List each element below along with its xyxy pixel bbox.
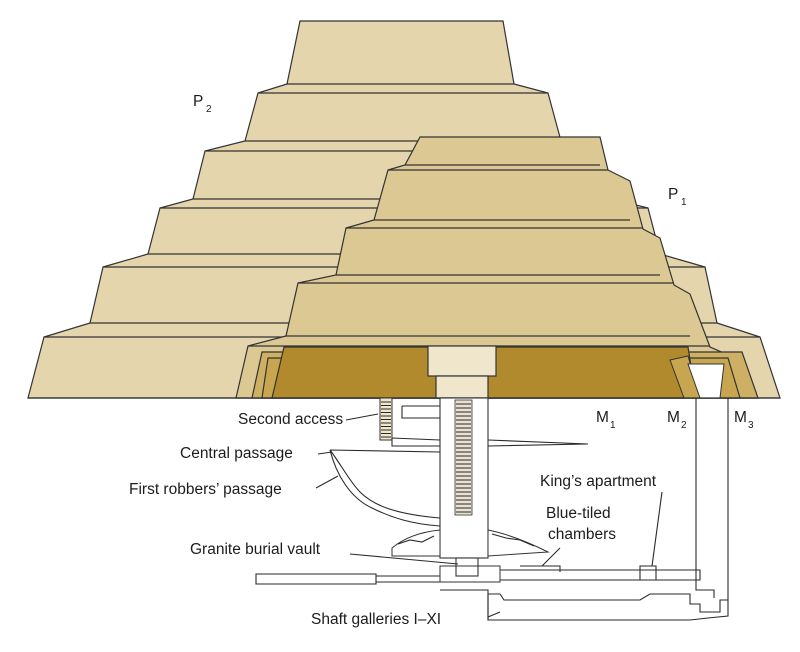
- rubble-heap: [391, 529, 441, 557]
- label-m2-sub: 2: [681, 420, 687, 431]
- central-shaft: [439, 397, 489, 559]
- m1-underground-outline: [695, 398, 715, 598]
- gallery-level: [255, 565, 701, 585]
- label-blue-tiled-line2: chambers: [548, 526, 616, 543]
- second-access-corridor: [401, 405, 440, 419]
- label-shaft-galleries: Shaft galleries I–XI: [311, 611, 441, 628]
- first-robbers-passage: [329, 449, 441, 527]
- pyramid-p1: [235, 136, 759, 399]
- label-kings-apartment: King’s apartment: [540, 473, 657, 490]
- label-m1-sub: 1: [610, 420, 616, 431]
- leader-lines: [315, 413, 663, 618]
- central-passage: [391, 437, 589, 447]
- label-second-access: Second access: [238, 411, 343, 428]
- rubble-heap-right: [487, 529, 550, 557]
- label-m1: M: [596, 409, 609, 426]
- central-shaft-top: [427, 345, 497, 399]
- label-central-passage: Central passage: [180, 445, 293, 462]
- label-granite-burial-vault: Granite burial vault: [190, 541, 321, 558]
- label-blue-tiled-line1: Blue-tiled: [546, 505, 611, 522]
- label-p2: P: [193, 93, 203, 110]
- label-p1-sub: 1: [681, 197, 687, 208]
- label-m3-sub: 3: [748, 420, 754, 431]
- shaft-galleries-block: [487, 593, 729, 621]
- granite-burial-vault: [439, 557, 501, 583]
- stair-hatch: [381, 401, 391, 438]
- label-p2-sub: 2: [206, 104, 212, 115]
- label-p1: P: [668, 186, 678, 203]
- label-m3: M: [734, 409, 747, 426]
- label-first-robbers-passage: First robbers’ passage: [129, 481, 282, 498]
- shaft-hatch: [456, 403, 471, 513]
- label-m2: M: [667, 409, 680, 426]
